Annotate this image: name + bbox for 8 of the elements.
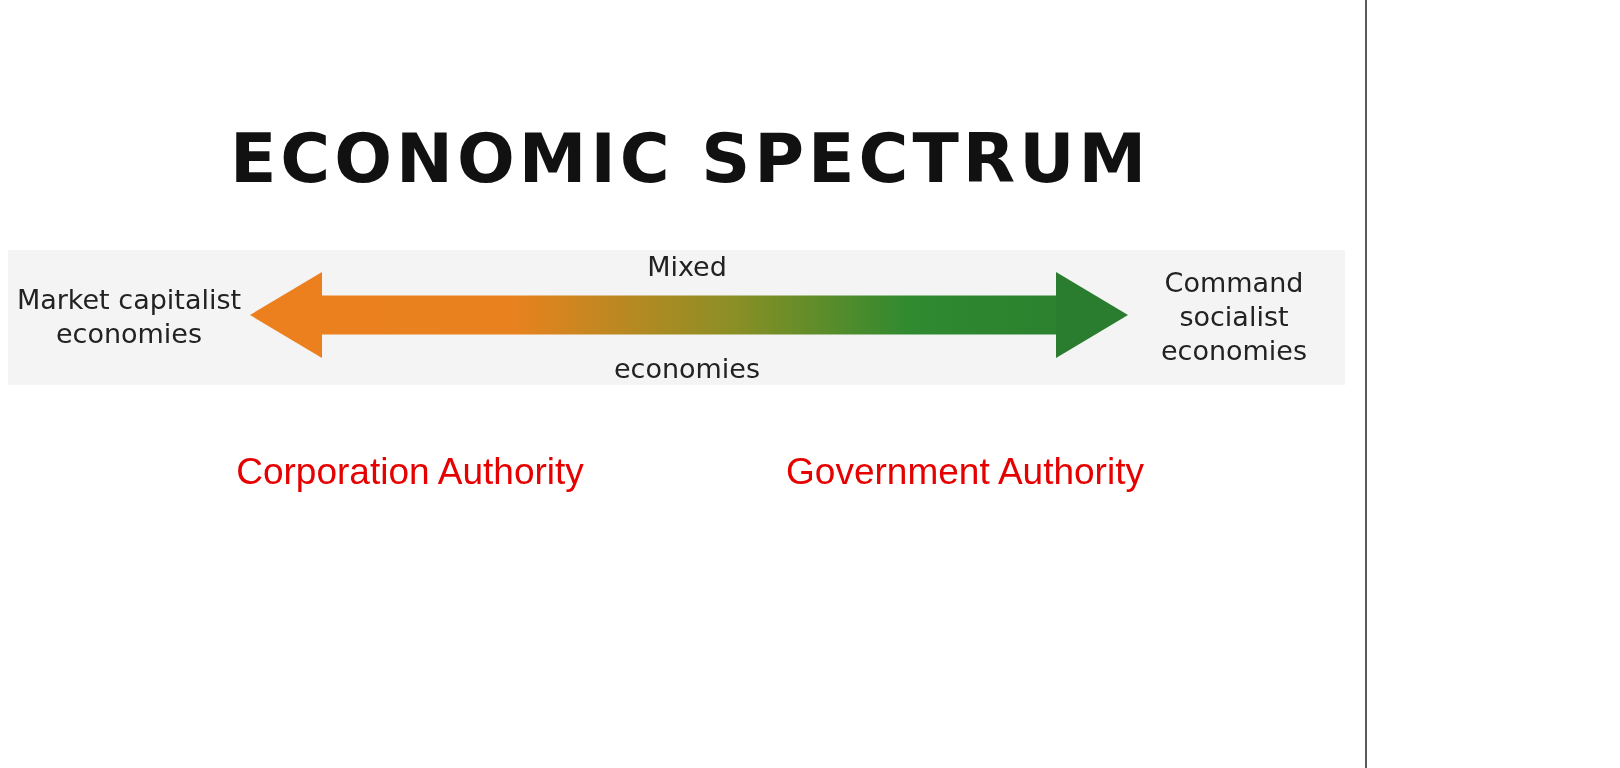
node-label: Command socialist economies <box>1159 266 1309 368</box>
title: ECONOMIC SPECTRUM <box>228 125 1152 193</box>
double-arrow <box>250 272 1128 358</box>
arrow-caption: Mixed <box>647 250 727 282</box>
node-label: Market capitalist economies <box>15 283 243 351</box>
arrow-caption: economies <box>613 352 761 384</box>
axis-label: Corporation Authority <box>236 451 584 493</box>
axis-label: Government Authority <box>786 451 1144 493</box>
